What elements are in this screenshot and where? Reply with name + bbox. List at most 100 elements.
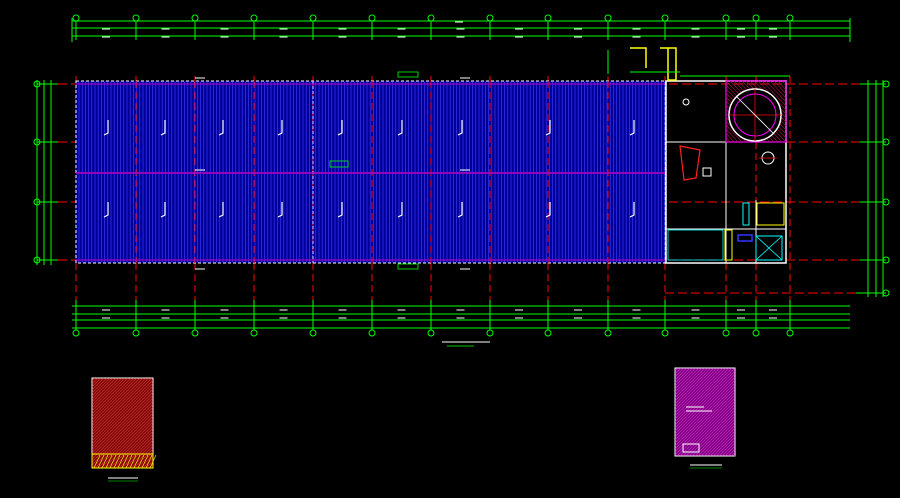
roof-drain-arrow <box>160 120 166 136</box>
tank-room-hatch <box>725 132 735 143</box>
detail-block-left-hatch <box>91 377 135 421</box>
roof-drain-arrow <box>277 202 283 218</box>
right-axis-bubble <box>882 80 890 88</box>
tank-room <box>725 80 787 143</box>
detail-block-right-hatch <box>674 367 709 402</box>
right-axis-bubble <box>882 198 890 206</box>
top-axis-bubble <box>191 14 199 22</box>
top-axis-bubble <box>368 14 376 22</box>
tank-room-hatch <box>725 136 731 143</box>
bottom-axis-bubble <box>250 329 258 337</box>
tank-room-hatch <box>773 80 787 95</box>
right-axis-bubble <box>882 256 890 264</box>
detail-block-right-hatch <box>706 427 736 457</box>
detail-block-right-hatch <box>703 424 736 457</box>
detail-block-right-hatch <box>674 367 691 384</box>
detail-block-left-base-hatch <box>145 454 153 469</box>
detail-block-left-hatch <box>100 415 154 469</box>
detail-block-left-hatch <box>94 409 154 469</box>
detail-block-right-hatch <box>674 367 703 396</box>
detail-block-left-hatch <box>91 377 105 391</box>
bottom-axis-bubble <box>368 329 376 337</box>
annex-stair <box>679 145 701 181</box>
top-axis-bubble <box>427 14 435 22</box>
bottom-axis-bubble <box>309 329 317 337</box>
detail-block-left-hatch <box>91 377 132 418</box>
detail-block-left-hatch <box>136 451 154 469</box>
detail-block-right-hatch <box>674 370 736 432</box>
detail-block-left-base-hatch <box>125 454 133 469</box>
detail-block-right-hatch <box>674 367 694 387</box>
top-axis-bubble <box>72 14 80 22</box>
detail-block-right-hatch <box>674 373 736 435</box>
bottom-axis-bubble <box>786 329 794 337</box>
detail-block-left-base-hatch <box>109 454 117 469</box>
tank-room-hatch <box>781 80 787 87</box>
roof-drain-arrow <box>103 202 109 218</box>
roof-drain-arrow <box>457 202 463 218</box>
detail-block-right-hatch <box>674 367 685 378</box>
detail-block-left-hatch <box>91 400 154 463</box>
bottom-axis-bubble <box>191 329 199 337</box>
detail-block-left-base-hatch <box>137 454 145 469</box>
detail-block-left-hatch <box>91 388 154 451</box>
detail-block-right-hatch <box>674 367 697 390</box>
bottom-axis-bubble <box>544 329 552 337</box>
right-axis-bubble <box>882 138 890 146</box>
detail-block-right-hatch <box>674 367 724 417</box>
detail-block-right-hatch <box>674 367 712 405</box>
detail-block-right-hatch <box>730 451 736 457</box>
roof-drain-arrow <box>545 202 551 218</box>
detail-right-label-box <box>682 443 700 453</box>
right-axis-bubble <box>882 289 890 297</box>
detail-block-left-hatch <box>91 379 154 442</box>
detail-block-right-hatch <box>685 406 736 457</box>
detail-block-right-hatch <box>709 430 736 457</box>
elevator-shaft <box>755 235 783 261</box>
top-axis-bubble <box>661 14 669 22</box>
detail-block-left-hatch <box>97 412 154 469</box>
top-axis-bubble <box>309 14 317 22</box>
annex-rooms <box>607 47 790 264</box>
annex-door <box>737 234 753 242</box>
bottom-axis-bubble <box>132 329 140 337</box>
detail-block-left-hatch <box>115 430 154 469</box>
top-axis-bubble <box>250 14 258 22</box>
detail-block-left-hatch <box>91 377 150 436</box>
detail-block-left-base-hatch <box>93 454 101 469</box>
detail-block-right-hatch <box>694 415 736 457</box>
detail-block-left-hatch <box>145 460 154 469</box>
detail-block-left-hatch <box>91 391 154 454</box>
top-axis-bubble <box>486 14 494 22</box>
detail-block-left-hatch <box>91 377 141 427</box>
tank-room-hatch <box>769 80 787 99</box>
detail-block-left-hatch <box>133 448 154 469</box>
detail-block-left-hatch <box>91 385 154 448</box>
roof-plan <box>75 71 666 347</box>
detail-block-right-hatch <box>674 382 736 444</box>
detail-block-left-base-hatch <box>105 454 113 469</box>
detail-block-right-hatch <box>674 385 736 447</box>
bottom-axis-bubble <box>752 329 760 337</box>
detail-block-left-hatch <box>91 377 111 397</box>
roof-drain-arrow <box>103 120 109 136</box>
detail-block-right-hatch <box>674 367 688 381</box>
detail-block-right-hatch <box>674 391 736 453</box>
detail-block-left-hatch <box>112 427 154 469</box>
detail-block-right-hatch <box>674 367 718 411</box>
detail-block-left-hatch <box>121 436 154 469</box>
detail-block-right-hatch <box>688 409 736 457</box>
top-axis-bubble <box>604 14 612 22</box>
detail-block-left-hatch <box>91 377 147 433</box>
detail-block-right-hatch <box>679 400 736 457</box>
roof-drain-arrow <box>629 120 635 136</box>
detail-block-left-hatch <box>130 445 154 469</box>
top-axis-bubble <box>544 14 552 22</box>
detail-block-left-base-hatch <box>117 454 125 469</box>
roof-label-tag <box>397 71 419 78</box>
roof-drain-arrow <box>457 120 463 136</box>
annex-room-door <box>724 229 733 261</box>
annex-fixture <box>682 98 690 106</box>
